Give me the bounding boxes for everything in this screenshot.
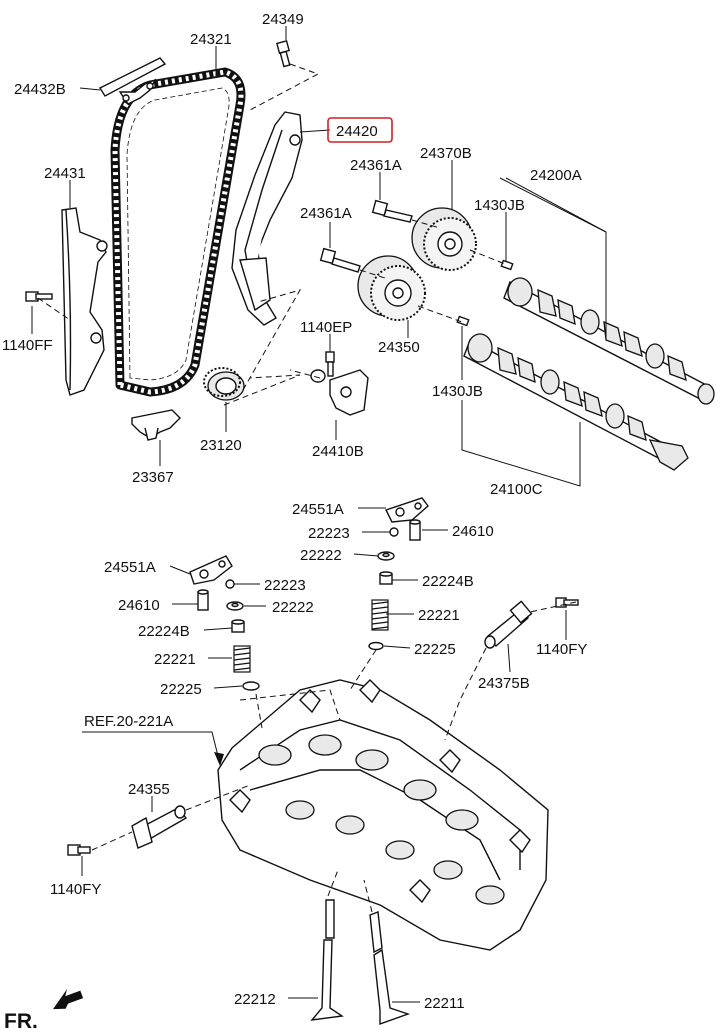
chain-guide-23367 <box>131 409 181 441</box>
label-22223-upper: 22223 <box>308 525 350 542</box>
assembly-lines <box>37 63 577 913</box>
lash-adjuster-24610-upper <box>409 519 421 541</box>
cvvt-sprocket-24370b <box>411 207 477 271</box>
label-24361a-lower: 24361A <box>300 205 352 222</box>
label-22212: 22212 <box>234 991 276 1008</box>
label-24410b: 24410B <box>312 443 364 460</box>
label-1140ep: 1140EP <box>300 319 352 336</box>
pin-1430jb-lower <box>456 315 470 327</box>
label-1140fy-left: 1140FY <box>50 881 101 898</box>
stem-seal-22224b-left <box>231 619 245 633</box>
rocker-arm-24551a-left <box>189 555 233 585</box>
label-front-direction: FR. <box>4 1010 38 1032</box>
pin-1430jb-upper <box>500 259 514 271</box>
bolt-1140fy-right <box>555 597 579 608</box>
label-1430jb-lower: 1430JB <box>432 383 483 400</box>
label-22224b-left: 22224B <box>138 623 190 640</box>
spring-seat-22225-left <box>242 681 260 691</box>
cylinder-head-assembly <box>217 679 549 951</box>
label-1430jb-upper: 1430JB <box>474 197 525 214</box>
valve-keeper-22223-left <box>225 579 235 589</box>
camshaft-24200a <box>503 277 715 405</box>
bolt-24349 <box>276 40 291 68</box>
spring-seat-22225-upper <box>368 641 384 651</box>
label-24432b: 24432B <box>14 81 66 98</box>
camshaft-24100c <box>463 333 689 471</box>
label-24610-upper: 24610 <box>452 523 494 540</box>
label-22222-left: 22222 <box>272 599 314 616</box>
label-24610-left: 24610 <box>118 597 160 614</box>
label-24420: 24420 <box>336 123 378 140</box>
label-22224b-upper: 22224B <box>422 573 474 590</box>
bolt-1140fy-left <box>67 844 91 856</box>
label-23367: 23367 <box>132 469 174 486</box>
label-24431: 24431 <box>44 165 86 182</box>
label-24361a-upper: 24361A <box>350 157 402 174</box>
tensioner-24410b <box>310 351 369 416</box>
tensioner-arm-24431 <box>61 207 108 396</box>
label-22211: 22211 <box>424 995 465 1012</box>
leader-lines <box>31 26 607 1003</box>
bolt-1140ff <box>25 291 53 302</box>
label-22221-upper: 22221 <box>418 607 460 624</box>
oil-control-valve-24375b <box>484 600 533 649</box>
label-22221-left: 22221 <box>154 651 196 668</box>
intake-valve-22212 <box>310 899 344 1021</box>
label-1140fy-right: 1140FY <box>536 641 587 658</box>
spring-retainer-22222-upper <box>377 551 395 561</box>
spring-retainer-22222-left <box>226 601 244 611</box>
label-24350: 24350 <box>378 339 420 356</box>
label-1140ff: 1140FF <box>2 337 53 354</box>
label-23120: 23120 <box>200 437 242 454</box>
oil-control-valve-24355 <box>131 805 188 849</box>
crank-sprocket-23120 <box>203 367 245 401</box>
cvvt-sprocket-24350 <box>357 255 426 321</box>
front-arrow-icon <box>53 989 84 1010</box>
label-24551a-left: 24551A <box>104 559 156 576</box>
exhaust-valve-22211 <box>369 911 411 1025</box>
bolt-24361a-lower <box>319 247 361 273</box>
chain-guide-24420 <box>231 111 303 326</box>
label-22222-upper: 22222 <box>300 547 342 564</box>
valve-spring-22221-upper <box>371 599 389 631</box>
valve-keeper-22223-upper <box>389 527 399 537</box>
lash-adjuster-24610-left <box>197 589 209 611</box>
bolt-24361a-upper <box>371 199 413 223</box>
label-22223-left: 22223 <box>264 577 306 594</box>
label-24375b: 24375B <box>478 675 530 692</box>
timing-chain-24321 <box>110 67 246 397</box>
label-24200a: 24200A <box>530 167 582 184</box>
rocker-arm-24551a-upper <box>385 497 429 523</box>
label-24370b: 24370B <box>420 145 472 162</box>
valve-spring-22221-left <box>233 645 251 673</box>
stem-seal-22224b-upper <box>379 571 393 585</box>
label-24349: 24349 <box>262 11 304 28</box>
label-22225-left: 22225 <box>160 681 202 698</box>
ref-arrowhead <box>214 752 224 766</box>
label-22225-upper: 22225 <box>414 641 456 658</box>
label-ref: REF.20-221A <box>84 713 173 730</box>
label-24551a-upper: 24551A <box>292 501 344 518</box>
chain-guide-24432b <box>98 57 167 105</box>
label-24355: 24355 <box>128 781 170 798</box>
label-24321: 24321 <box>190 31 232 48</box>
label-24100c: 24100C <box>490 481 543 498</box>
highlight-box-24420 <box>327 117 393 143</box>
